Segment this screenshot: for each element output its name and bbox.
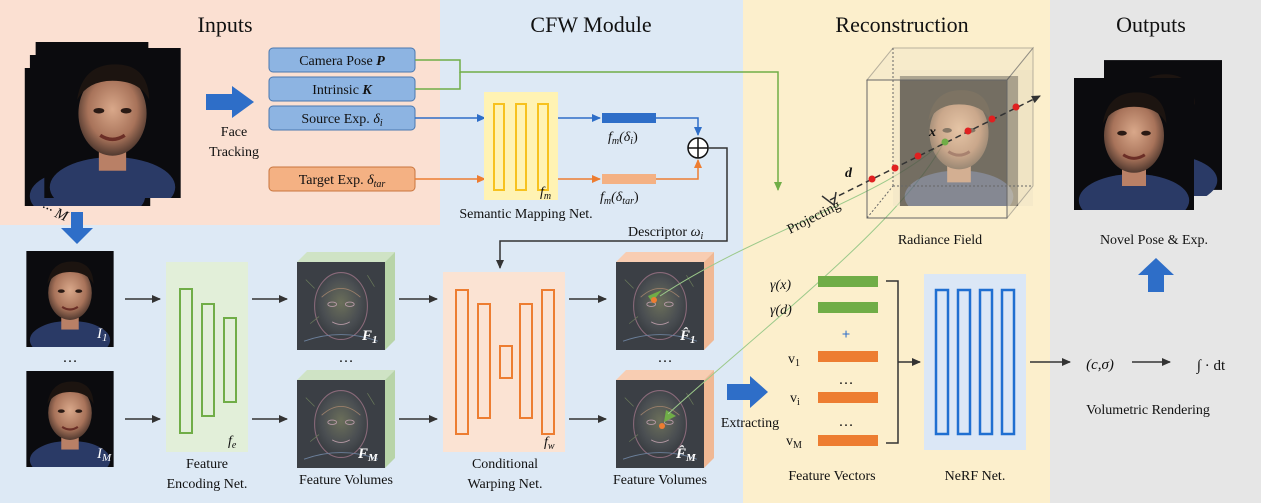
warped-volumes-ellipsis: … (658, 350, 673, 366)
semantic-mapping-net-box (484, 92, 558, 200)
vm-bar (818, 435, 878, 446)
vector-ellipsis-2: … (839, 414, 854, 430)
input-frames-stack (22, 42, 183, 206)
reconstruction-title: Reconstruction (835, 12, 968, 37)
warp-layer-3 (499, 345, 513, 379)
feature-vectors-label: Feature Vectors (788, 469, 875, 484)
target-exp-label: Target Exp. δtar (299, 173, 386, 190)
output-up-arrow (1138, 258, 1174, 292)
feature-plus-sign: + (842, 327, 851, 343)
descriptor-label: Descriptor ωi (628, 225, 703, 242)
fm-tar-label: fm(δtar) (600, 190, 639, 207)
input-image-1 (25, 251, 115, 347)
camera-icon (821, 191, 837, 207)
semantic-layer-2 (515, 103, 527, 191)
feature-volume-1 (297, 252, 395, 350)
ray-sample-points (868, 103, 1020, 183)
nerf-layer-4 (1000, 288, 1016, 436)
semantic-layer-3 (537, 103, 549, 191)
encoding-net-label-2: Encoding Net. (167, 477, 248, 492)
c-sigma-label: (c,σ) (1086, 357, 1114, 373)
fw-label: fw (544, 435, 555, 452)
f1hat-volume-label: F̂1 (679, 326, 696, 346)
semantic-layer-1 (493, 103, 505, 191)
fe-label: fe (228, 434, 237, 451)
warped-volume-1 (616, 252, 714, 350)
radiance-field-cube (865, 46, 1035, 220)
fm-label: fm (540, 185, 551, 202)
fm-tar-feature-bar (602, 174, 656, 184)
f1-volume-label: F1 (361, 328, 378, 346)
frames-down-arrow (61, 212, 93, 244)
warping-net-box (443, 272, 565, 452)
v1-label: v1 (788, 352, 800, 369)
images-ellipsis: … (63, 350, 78, 366)
v1-bar (818, 351, 878, 362)
descriptor-line (496, 147, 728, 269)
tar-to-plus-line (656, 159, 702, 180)
encoder-layer-3 (223, 317, 237, 403)
input-image-m (25, 371, 115, 467)
warp-layer-2 (477, 303, 491, 419)
warp-layer-4 (519, 303, 533, 419)
src-to-plus-line (656, 117, 702, 136)
integral-label: ∫ · dt (1196, 358, 1226, 374)
warped-volumes-label: Feature Volumes (613, 473, 707, 488)
gamma-d-bar (818, 302, 878, 313)
nerf-net-label: NeRF Net. (945, 469, 1006, 484)
camera-pose-label: Camera Pose P (299, 54, 385, 69)
face-tracking-arrow (206, 86, 254, 118)
image-m-label: IM (96, 446, 112, 464)
face-tracking-label-1: Face (221, 125, 247, 140)
nerf-layer-2 (956, 288, 972, 436)
feature-volumes-ellipsis: … (339, 350, 354, 366)
extracting-arrow (727, 376, 768, 408)
extracting-label: Extracting (721, 416, 779, 431)
gamma-d-label: γ(d) (770, 303, 792, 318)
gamma-x-label: γ(x) (770, 278, 791, 293)
x-point-label: x (928, 125, 936, 140)
encoding-net-label-1: Feature (186, 457, 228, 472)
vi-label: vi (790, 391, 800, 408)
nerf-net-box (924, 274, 1026, 450)
face-tracking-label-2: Tracking (209, 145, 259, 160)
intrinsic-label: Intrinsic K (312, 83, 373, 98)
nerf-layer-1 (934, 288, 950, 436)
fm-src-label: fm(δi) (608, 130, 638, 147)
inputs-title: Inputs (198, 12, 253, 37)
warping-net-label-2: Warping Net. (467, 477, 542, 492)
semantic-mapping-net-label: Semantic Mapping Net. (459, 207, 592, 222)
warp-layer-5 (541, 289, 555, 435)
encoder-layer-2 (201, 303, 215, 417)
vi-bar (818, 392, 878, 403)
fm-volume-label: FM (357, 446, 379, 464)
fm-src-feature-bar (602, 113, 656, 123)
warped-volume-m (616, 370, 714, 468)
image-1-label: I1 (96, 326, 108, 344)
feature-volume-m (297, 370, 395, 468)
fmhat-volume-label: F̂M (675, 444, 697, 464)
nerf-layer-3 (978, 288, 994, 436)
feature-volumes-label: Feature Volumes (299, 473, 393, 488)
intrinsic-connector-line (415, 72, 461, 90)
gamma-x-bar (818, 276, 878, 287)
cfw-title: CFW Module (530, 12, 651, 37)
volumetric-rendering-label: Volumetric Rendering (1086, 403, 1210, 418)
vm-label: vM (786, 434, 802, 451)
novel-pose-label: Novel Pose & Exp. (1100, 233, 1208, 248)
outputs-title: Outputs (1116, 12, 1186, 37)
radiance-field-label: Radiance Field (898, 233, 982, 248)
d-direction-label: d (845, 166, 853, 181)
vector-ellipsis-1: … (839, 372, 854, 388)
camera-ray (829, 95, 1041, 201)
warp-layer-1 (455, 289, 469, 435)
warping-net-label-1: Conditional (472, 457, 538, 472)
encoder-layer-1 (179, 288, 193, 434)
source-exp-label: Source Exp. δi (301, 112, 382, 129)
